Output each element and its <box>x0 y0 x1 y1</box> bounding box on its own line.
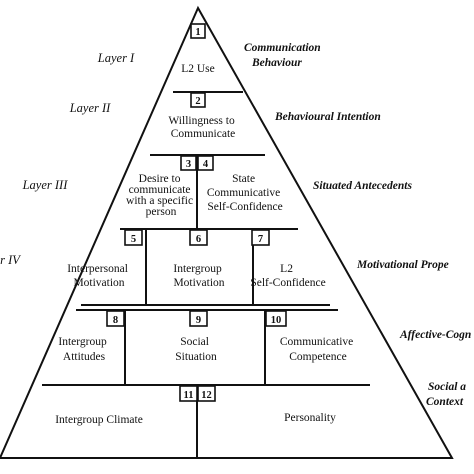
box-11-label: Intergroup Climate <box>55 414 143 426</box>
category-5-label: Affective-Cogn <box>399 329 471 341</box>
box-7-label: L2 Self-Confidence <box>250 263 325 289</box>
box-2-label: Willingness to Communicate <box>168 115 237 140</box>
box-8-label: Intergroup Attitudes <box>58 336 109 363</box>
number-box-11 <box>179 385 198 402</box>
box-4-line-3: Self-Confidence <box>207 201 282 213</box>
number-box-12 <box>197 385 216 402</box>
number-box-1 <box>190 23 206 39</box>
box-7-line-1: L2 <box>280 263 293 275</box>
category-3-label: Situated Antecedents <box>313 180 412 192</box>
box-9-line-2: Situation <box>175 351 217 363</box>
number-box-4 <box>197 155 214 171</box>
box-10-label: Communicative Competence <box>280 336 356 363</box>
box-5-line-2: Motivation <box>73 277 124 289</box>
layer-1-label: Layer I <box>97 51 135 65</box>
number-box-6 <box>189 229 208 246</box>
number-9: 9 <box>196 315 201 326</box>
number-box-10 <box>265 310 287 327</box>
box-4-line-1: State <box>232 173 255 185</box>
box-10-line-2: Competence <box>289 351 346 363</box>
box-4-line-2: Communicative <box>207 187 280 199</box>
layer-2-label: Layer II <box>69 101 111 115</box>
box-1-label: L2 Use <box>181 63 215 75</box>
category-1-label: Communication Behaviour <box>244 42 324 69</box>
box-3-line-4: person <box>146 206 177 218</box>
box-3-line-2: communicate <box>129 184 191 196</box>
box-10-line-1: Communicative <box>280 336 353 348</box>
number-2: 2 <box>195 96 200 107</box>
box-7-line-2: Self-Confidence <box>250 277 325 289</box>
box-6-label: Intergroup Motivation <box>173 263 224 289</box>
box-6-line-2: Motivation <box>173 277 224 289</box>
pyramid-outline <box>0 5 454 459</box>
number-box-3 <box>180 155 197 171</box>
number-7: 7 <box>258 234 263 245</box>
box-5-label: Interpersonal Motivation <box>67 263 131 289</box>
number-box-5 <box>124 229 143 246</box>
category-2-label: Behavioural Intention <box>274 111 381 123</box>
box-5-line-1: Interpersonal <box>67 263 128 275</box>
box-8-line-2: Attitudes <box>63 351 106 363</box>
box-3-line-3: with a specific <box>126 195 193 207</box>
number-5: 5 <box>131 234 136 245</box>
box-2-line-2: Communicate <box>171 128 236 140</box>
number-1: 1 <box>195 27 200 38</box>
number-10: 10 <box>271 315 282 326</box>
number-8: 8 <box>113 315 118 326</box>
box-1-line-1: L2 Use <box>181 63 215 75</box>
number-box-8 <box>106 310 125 327</box>
number-3: 3 <box>186 159 191 170</box>
number-box-9 <box>189 310 208 327</box>
box-8-line-1: Intergroup <box>58 336 107 348</box>
box-3-label: Desire to communicate with a specific pe… <box>126 173 196 218</box>
number-box-7 <box>251 229 270 246</box>
number-4: 4 <box>203 159 209 170</box>
category-6-line-1: Social a <box>428 381 466 393</box>
box-9-line-1: Social <box>180 336 209 348</box>
box-3-line-1: Desire to <box>139 173 181 185</box>
box-11-line-1: Intergroup Climate <box>55 414 143 426</box>
box-12-line-1: Personality <box>284 412 336 424</box>
box-9-label: Social Situation <box>175 336 217 363</box>
box-2-line-1: Willingness to <box>168 115 235 127</box>
number-box-2 <box>190 92 206 108</box>
layer-3-label: Layer III <box>22 178 69 192</box>
number-11: 11 <box>184 390 194 401</box>
box-6-line-1: Intergroup <box>173 263 222 275</box>
box-12-label: Personality <box>284 412 336 424</box>
category-6-line-2: Context <box>426 396 464 408</box>
number-6: 6 <box>196 234 201 245</box>
category-1-line-1: Communication <box>244 42 321 54</box>
category-1-line-2: Behaviour <box>251 57 302 69</box>
category-4-label: Motivational Prope <box>356 259 449 271</box>
layer-4-label: r IV <box>0 253 21 267</box>
box-4-label: State Communicative Self-Confidence <box>207 173 283 213</box>
number-12: 12 <box>201 390 212 401</box>
category-6-label: Social a Context <box>426 381 469 408</box>
